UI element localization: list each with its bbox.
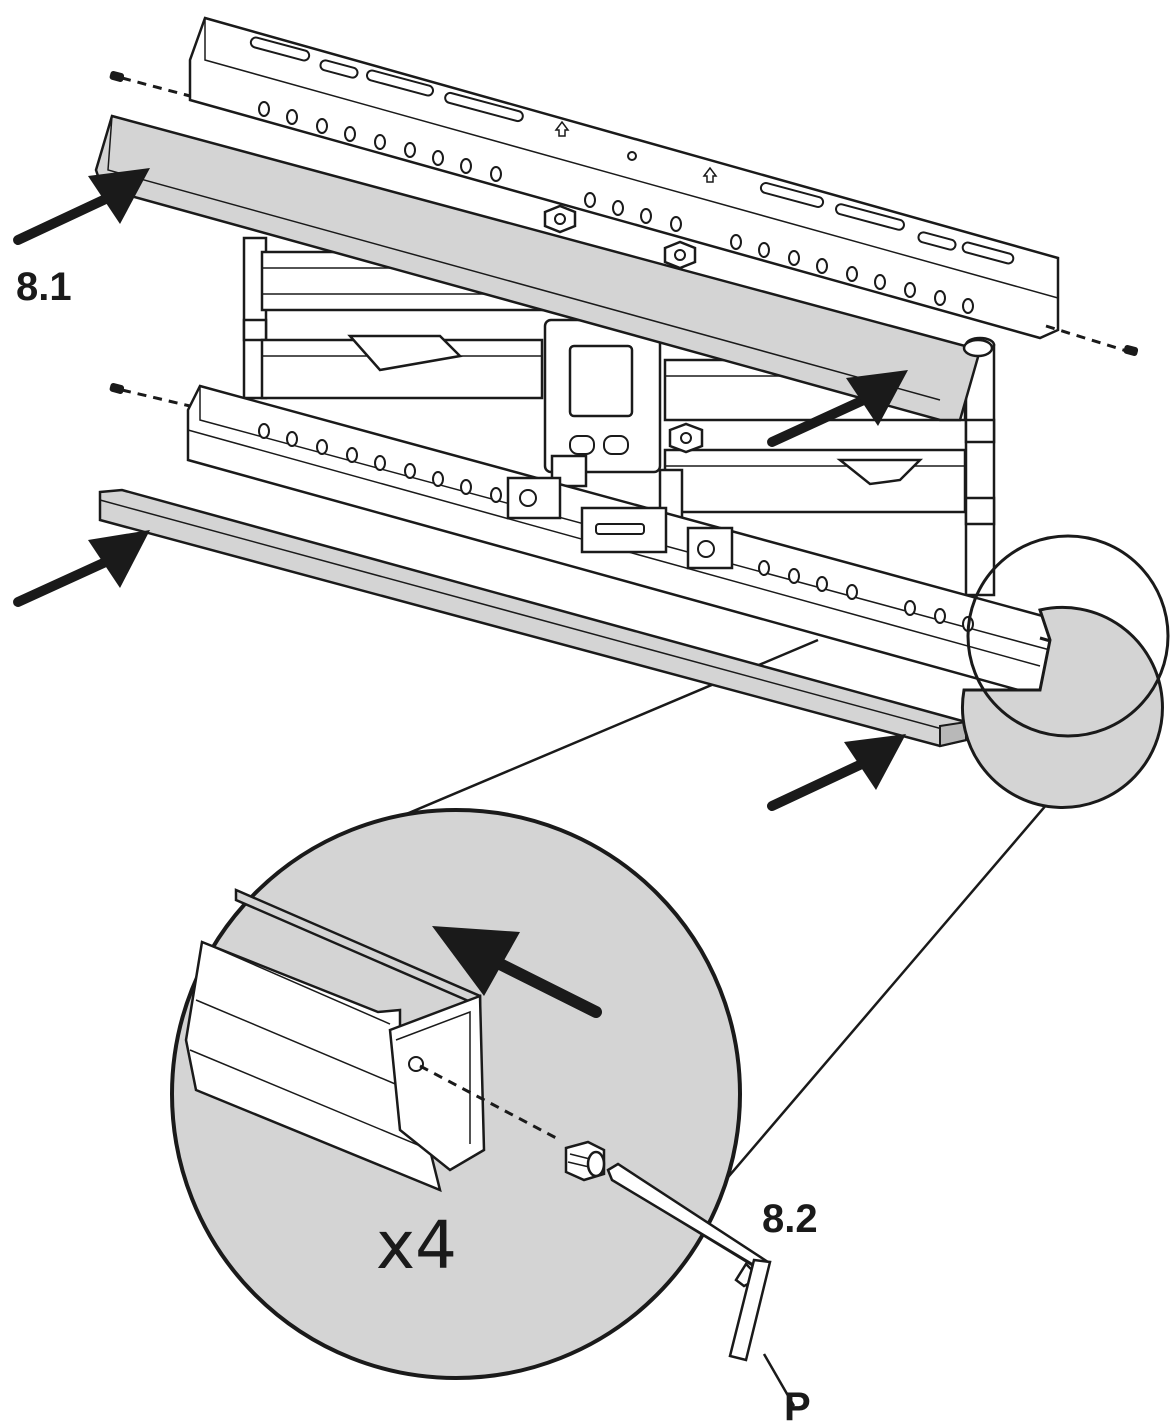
push-arrow-icon (13, 168, 908, 811)
adjustment-holes (258, 101, 974, 314)
detail-source-circle (960, 534, 1170, 809)
allen-key-icon (606, 1162, 772, 1362)
screw-icon (564, 1140, 606, 1182)
zoom-detail-circle (170, 808, 742, 1380)
upper-cover-strip (94, 114, 994, 422)
adjustment-holes (258, 423, 974, 632)
bolt-icon (543, 204, 704, 454)
step-8-1-label: 8.1 (16, 265, 72, 309)
part-callout-line (762, 1353, 796, 1407)
quantity-label: x4 (376, 1207, 457, 1284)
step-8-2-label: 8.2 (762, 1197, 818, 1241)
part-letter-label: P (784, 1385, 811, 1426)
upper-rail-bracket (188, 16, 1060, 340)
mounting-slots (249, 36, 1015, 265)
screw-insertion-paths (121, 76, 1131, 666)
lower-cover-strip (98, 488, 968, 748)
